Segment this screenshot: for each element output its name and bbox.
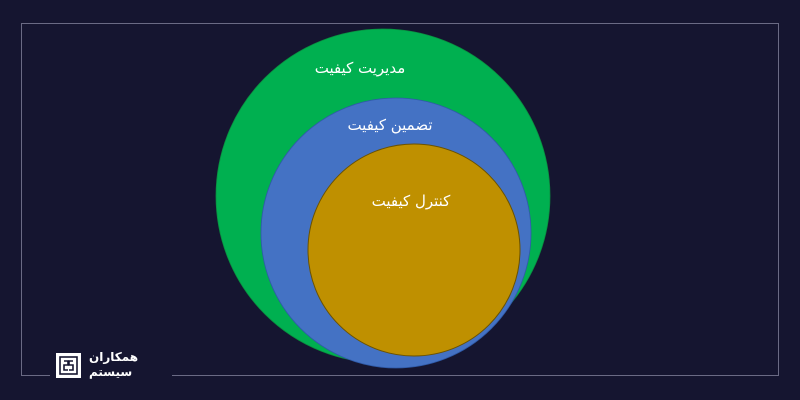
label-quality-management: مدیریت کیفیت (315, 59, 406, 77)
frame-border (21, 23, 779, 376)
brand-name-line1: همکاران (89, 350, 139, 364)
brand-logo: همکاران سیستم (50, 342, 172, 388)
brand-name-line2: سیستم (89, 365, 133, 379)
company-logo-icon (56, 352, 81, 378)
circle-quality-control (307, 143, 521, 357)
brand-name: همکاران سیستم (89, 350, 138, 380)
label-quality-control: کنترل کیفیت (372, 192, 452, 210)
label-quality-assurance: تضمین کیفیت (347, 116, 432, 134)
